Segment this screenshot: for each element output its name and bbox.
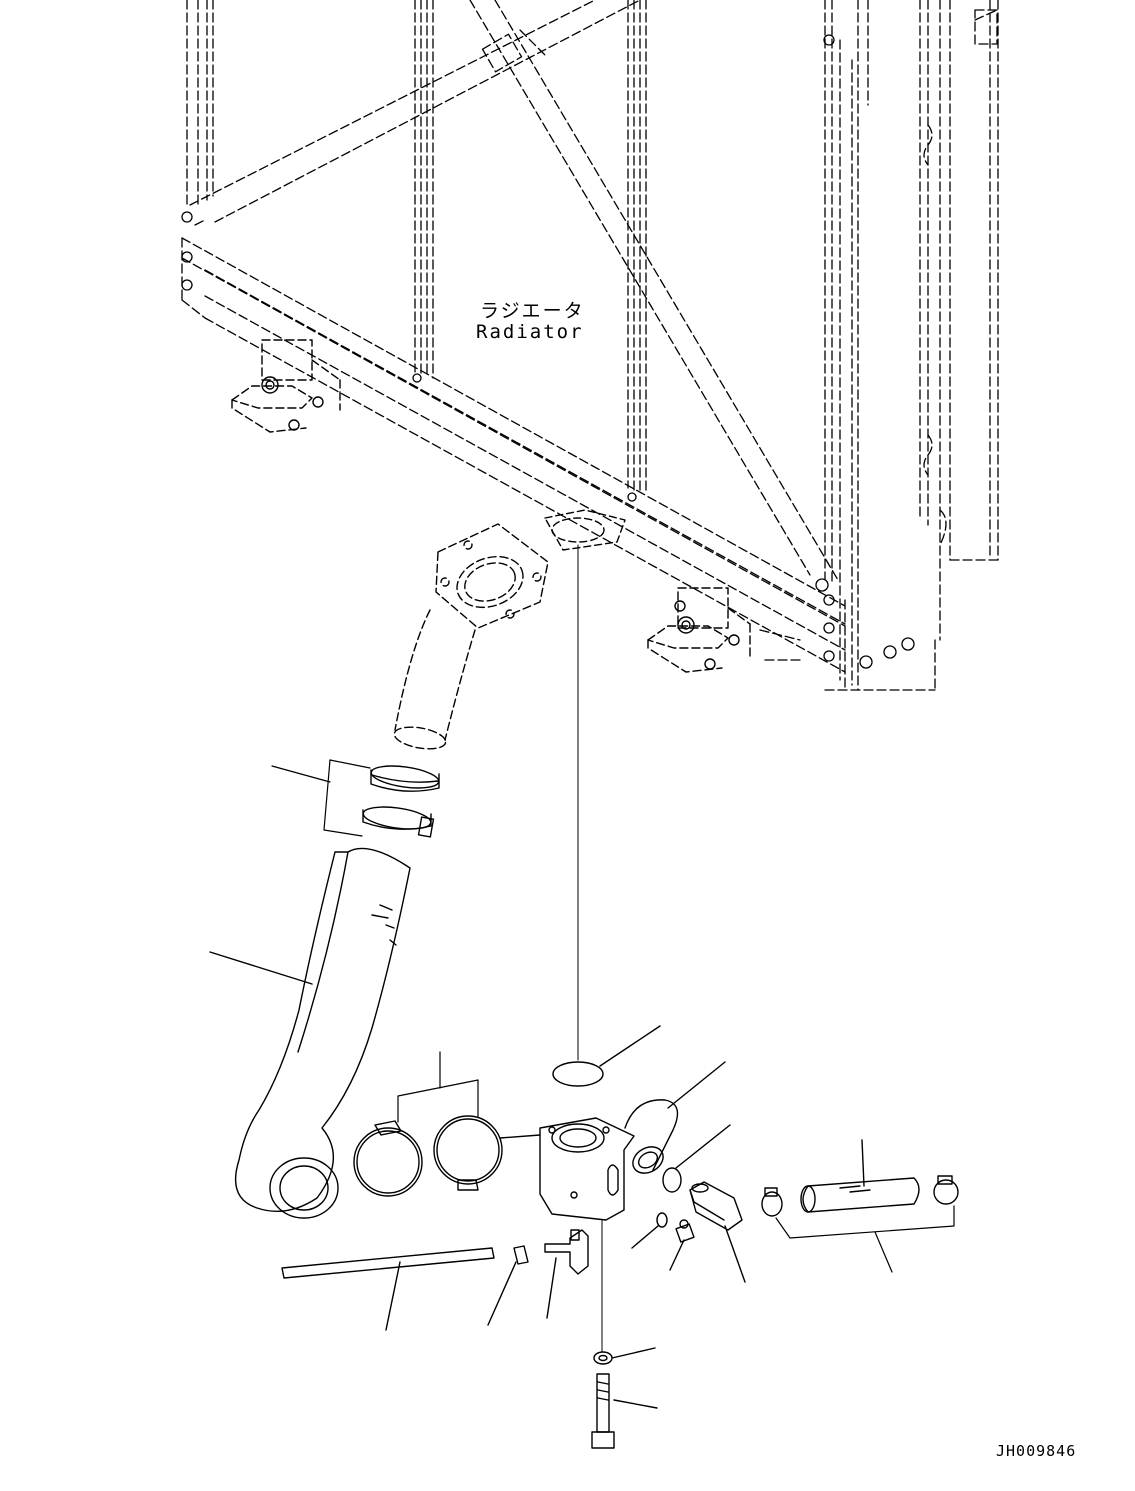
small-o-ring <box>631 1212 668 1249</box>
o-ring <box>662 1124 731 1193</box>
hose-clamp-lower-right <box>433 1115 503 1191</box>
mount-bracket-right-bolts <box>674 600 740 670</box>
radiator-label-english: Radiator <box>476 321 584 343</box>
plug <box>669 1219 695 1271</box>
bypass-hose-clamp-left <box>761 1187 783 1217</box>
coolant-hose <box>209 847 411 1219</box>
gasket <box>552 1025 661 1087</box>
water-outlet-housing <box>499 1061 726 1221</box>
bypass-clamp-leader <box>775 1205 955 1273</box>
radiator-outlet-port <box>544 509 626 551</box>
clamp-pair-leader <box>397 1051 479 1123</box>
washer <box>593 1347 656 1365</box>
bypass-hose-clamp-right <box>933 1175 959 1205</box>
radiator-frame <box>181 0 999 691</box>
hose-clamp-upper-2 <box>362 806 435 838</box>
mount-bracket-left-bolts <box>261 376 324 431</box>
hose-clamp-lower-left <box>353 1120 423 1197</box>
temperature-sensor <box>689 1181 746 1283</box>
mount-bracket-right <box>647 587 751 673</box>
bypass-hose <box>800 1139 920 1213</box>
tube <box>281 1247 495 1331</box>
radiator-label-japanese: ラジエータ <box>480 300 585 322</box>
radiator-outlet-pipe <box>393 523 549 750</box>
cap <box>487 1245 529 1326</box>
drawing-number: JH009846 <box>996 1442 1077 1460</box>
bolt <box>591 1373 658 1449</box>
mount-bracket-left <box>231 339 341 433</box>
drain-cock <box>544 1229 589 1319</box>
radiator-bolts <box>181 34 915 669</box>
clamp-group-bracket <box>271 759 371 837</box>
hose-clamp-upper <box>370 765 440 792</box>
